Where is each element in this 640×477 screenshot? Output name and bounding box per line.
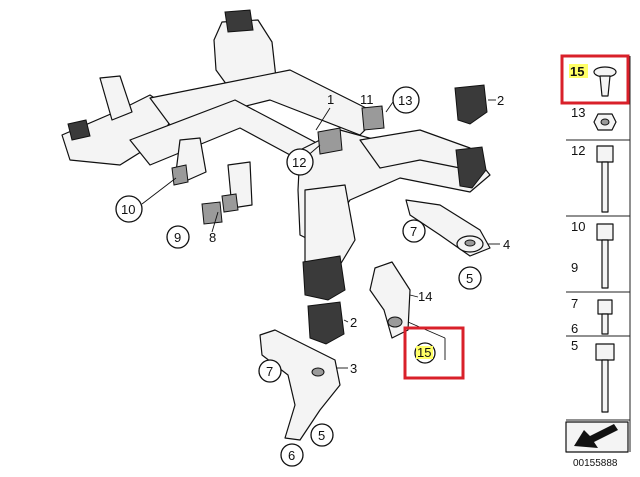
callouts: 1 2 2 3 4 5 5 6 7 7 8 9 10 11 12 13 14 1… [115, 86, 510, 467]
sidebar-parts-list: 15 13 12 10 9 7 6 [560, 54, 631, 469]
callout-6-circle [280, 443, 304, 467]
callout-15: 15 [417, 345, 431, 360]
callout-7a-circle [402, 219, 426, 243]
callout-15-highlight [416, 346, 433, 359]
bolt-icon-5 [595, 343, 615, 413]
sidebar-item-5: 5 [571, 338, 578, 353]
callout-1: 1 [327, 92, 334, 107]
arrow-icon [565, 421, 629, 453]
bolt-icon-12 [596, 145, 614, 213]
callout-6: 6 [288, 448, 295, 463]
callout-11: 11 [360, 92, 374, 107]
sidebar-item-6: 6 [571, 321, 578, 336]
callout-10-circle [115, 195, 143, 223]
callout-5a: 5 [466, 271, 473, 286]
bolt-icon-10 [596, 223, 614, 289]
nut-icon [593, 113, 617, 131]
callout-3: 3 [350, 361, 357, 376]
callout-9-circle [166, 225, 190, 249]
sidebar-item-15: 15 [570, 64, 584, 79]
sidebar-item-10: 10 [571, 219, 585, 234]
sidebar-item-15-red-frame [560, 54, 630, 105]
callout-12-circle [286, 148, 314, 176]
callout-4: 4 [503, 237, 510, 252]
sidebar-item-13: 13 [571, 105, 585, 120]
callout-5a-circle [458, 266, 482, 290]
callout-8: 8 [209, 230, 216, 245]
callout-13-circle [392, 86, 420, 114]
callout-5b-circle [310, 423, 334, 447]
sidebar-item-12: 12 [571, 143, 585, 158]
callout-7a: 7 [410, 224, 417, 239]
callout-9: 9 [174, 230, 181, 245]
bolt-icon-7 [597, 299, 613, 335]
callout-10: 10 [121, 202, 135, 217]
sidebar-item-7: 7 [571, 296, 578, 311]
callout-2-top: 2 [497, 93, 504, 108]
callout-13: 13 [398, 93, 412, 108]
callout-14: 14 [418, 289, 432, 304]
callout-15-red-frame [403, 326, 465, 380]
callout-2-bottom: 2 [350, 315, 357, 330]
callout-5b: 5 [318, 428, 325, 443]
sidebar-item-15-highlight [569, 64, 588, 78]
clip-icon [593, 66, 617, 97]
callout-7b-circle [258, 359, 282, 383]
loose-parts [201, 84, 491, 441]
callout-12: 12 [292, 155, 306, 170]
callout-7b: 7 [266, 364, 273, 379]
subframe-assembly [61, 9, 491, 301]
leader-lines [141, 99, 500, 369]
diagram-code: 00155888 [573, 458, 618, 469]
sidebar-item-9: 9 [571, 260, 578, 275]
